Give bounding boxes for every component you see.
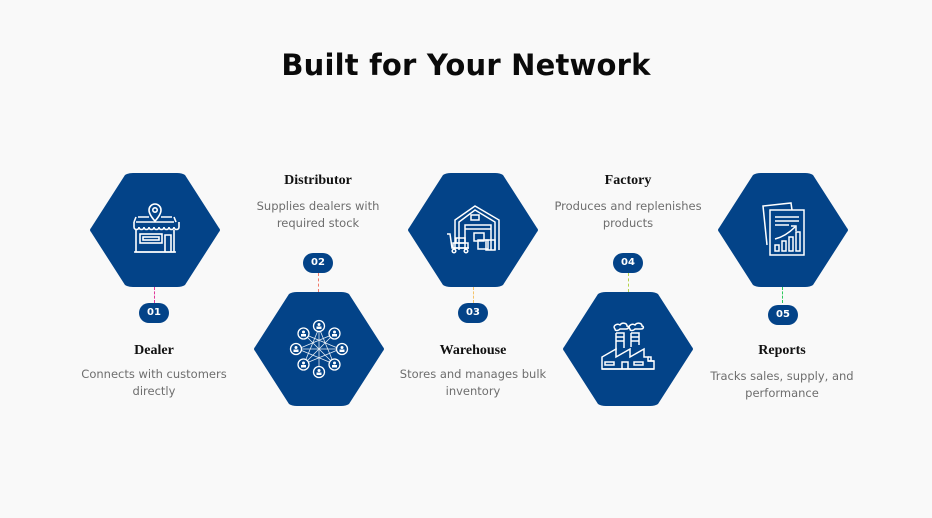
network-people-icon	[289, 319, 349, 379]
factory-icon	[601, 322, 655, 370]
step-1-label: Dealer	[134, 343, 174, 358]
connector-2	[318, 273, 319, 292]
connector-1	[154, 287, 155, 303]
step-1-hexagon	[89, 173, 221, 287]
step-4-hexagon	[562, 292, 694, 406]
step-1-description: Connects with customers directly	[81, 367, 227, 398]
step-5-description: Tracks sales, supply, and performance	[710, 369, 854, 400]
step-4-number-badge: 04	[613, 253, 643, 273]
step-3-number-badge: 03	[458, 303, 488, 323]
step-2-description: Supplies dealers with required stock	[256, 199, 380, 230]
page-title: Built for Your Network	[281, 48, 651, 82]
step-3-hexagon	[407, 173, 539, 287]
step-2-number-badge: 02	[303, 253, 333, 273]
connector-4	[628, 273, 629, 292]
step-2-hexagon	[253, 292, 385, 406]
connector-5	[782, 287, 783, 303]
step-1-number-badge: 01	[139, 303, 169, 323]
step-3-label: Warehouse	[439, 343, 507, 358]
step-5-label: Reports	[758, 343, 806, 358]
step-3-description: Stores and manages bulk inventory	[399, 367, 547, 398]
step-5-number-badge: 05	[768, 305, 798, 325]
report-chart-icon	[762, 202, 805, 256]
step-2-label: Distributor	[284, 173, 352, 188]
step-4-label: Factory	[604, 173, 652, 188]
warehouse-icon	[447, 205, 500, 254]
step-5-hexagon	[717, 173, 849, 287]
connector-3	[473, 287, 474, 303]
step-4-description: Produces and replenishes products	[554, 199, 702, 230]
store-location-icon	[133, 203, 180, 253]
